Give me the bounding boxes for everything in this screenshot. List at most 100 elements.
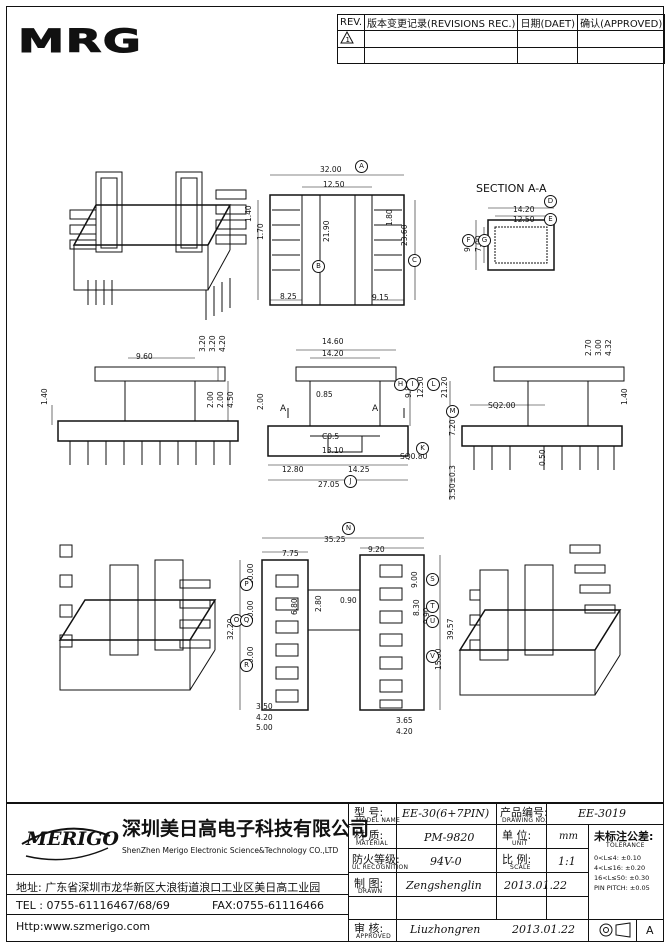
dimension-label: 39.57 <box>446 618 455 640</box>
callout-marker: G <box>478 234 491 247</box>
front-view-center <box>267 349 411 481</box>
label-model-en: MODEL NAME <box>356 817 401 824</box>
front-view-right <box>449 366 625 500</box>
dimension-label: 1.40 <box>244 205 253 222</box>
triangle-1-icon: 1 <box>340 30 354 44</box>
dimension-label: 32.00 <box>320 165 342 174</box>
label-tolerance: 未标注公差: <box>594 830 654 843</box>
label-material: 材 质: <box>354 829 384 842</box>
callout-marker: T <box>426 600 439 613</box>
dimension-label: C0.5 <box>322 432 340 441</box>
label-drawn: 制 图: <box>354 877 384 890</box>
dimension-label: 14.20 <box>513 205 535 214</box>
dimension-label: 12.50 <box>513 215 535 224</box>
dimension-label: 9.00 <box>410 571 419 588</box>
callout-marker: J <box>344 475 357 488</box>
dimension-label: 2.70 <box>584 339 593 356</box>
label-ul-en: UL RECOGNITION <box>352 864 409 871</box>
dimension-label: 14.25 <box>348 465 370 474</box>
drawing-sheet <box>6 6 664 942</box>
revision-table: REV. 版本变更记录(REVISIONS REC.) 日期(DAET) 确认(… <box>337 14 666 64</box>
tolerance-1: 0<L≤4: ±0.10 <box>594 854 641 862</box>
isometric-top-view <box>69 171 247 320</box>
dimension-label: SQ2.00 <box>488 401 516 410</box>
dimension-label: 21.90 <box>322 220 331 242</box>
dimension-label: 7.20 <box>448 419 457 436</box>
dimension-label: 3.20 <box>198 335 207 352</box>
dimension-label: 27.05 <box>318 480 340 489</box>
merigo-wordmark: MERIGO <box>26 828 119 850</box>
dimension-label: 5.00 <box>256 723 273 732</box>
dimension-label: 8.25 <box>280 292 297 301</box>
dimension-label: 2.00 <box>206 391 215 408</box>
company-name-cn: 深圳美日高电子科技有限公司 <box>122 818 370 840</box>
label-drawing-no: 产品编号: <box>500 806 548 819</box>
dimension-label: 14.60 <box>322 337 344 346</box>
label-approved: 审 核: <box>354 922 384 935</box>
value-approved-date: 2013.01.22 <box>512 923 575 936</box>
dimension-label: 9.20 <box>368 545 385 554</box>
projection-symbol-icon <box>599 922 631 938</box>
callout-marker: D <box>544 195 557 208</box>
callout-marker: R <box>240 659 253 672</box>
label-approved-en: APPROVED <box>356 933 392 940</box>
value-approved-by: Liuzhongren <box>410 923 481 936</box>
callout-marker: I <box>406 378 419 391</box>
section-title: SECTION A-A <box>476 182 547 195</box>
top-plan-view <box>257 174 416 306</box>
label-unit-en: UNIT <box>512 840 528 847</box>
isometric-bottom-left-view <box>58 544 217 691</box>
title-block: MERIGO 深圳美日高电子科技有限公司 ShenZhen Merigo Ele… <box>6 802 664 942</box>
dimension-label: 1.70 <box>256 223 265 240</box>
dimension-label: 4.20 <box>218 335 227 352</box>
dimension-label: 13.10 <box>322 446 344 455</box>
dimension-label: 9.60 <box>136 352 153 361</box>
tolerance-3: 16<L≤50: ±0.30 <box>594 874 650 882</box>
section-arrow-label: A <box>372 404 379 414</box>
value-unit: mm <box>559 831 578 842</box>
dimension-label: 9.15 <box>372 293 389 302</box>
label-material-en: MATERIAL <box>356 840 389 847</box>
value-revision: A <box>646 924 654 937</box>
callout-marker: M <box>446 405 459 418</box>
dimension-label: 8.30 <box>412 599 421 616</box>
tolerance-2: 4<L≤16: ±0.20 <box>594 864 646 872</box>
dimension-label: 0.90 <box>340 596 357 605</box>
callout-marker: P <box>240 578 253 591</box>
dimension-label: 4.50 <box>226 391 235 408</box>
dimension-label: 12.80 <box>282 465 304 474</box>
dimension-label: 21.20 <box>440 376 449 398</box>
callout-marker: C <box>408 254 421 267</box>
dimension-label: 2.80 <box>314 595 323 612</box>
callout-marker: S <box>426 573 439 586</box>
dimension-label: 7.75 <box>282 549 299 558</box>
isometric-bottom-right-view <box>458 544 622 696</box>
dimension-label: 1.80 <box>385 209 394 226</box>
dimension-label: 2.00 <box>256 393 265 410</box>
company-name-en: ShenZhen Merigo Electronic Science&Techn… <box>122 846 339 855</box>
callout-marker: E <box>544 213 557 226</box>
value-drawn-date: 2013.01.22 <box>504 879 567 892</box>
label-tolerance-en: TOLERANCE <box>606 842 645 849</box>
company-address: 地址: 广东省深圳市龙华新区大浪街道浪口工业区美日高工业园 <box>16 881 321 894</box>
company-website: Http:www.szmerigo.com <box>16 920 151 933</box>
label-drawing-no-en: DRAWING NO. <box>502 817 548 824</box>
dimension-label: 6.80 <box>290 598 299 615</box>
callout-marker: Q <box>240 614 253 627</box>
value-scale: 1:1 <box>558 855 576 868</box>
callout-marker: V <box>426 650 439 663</box>
value-material: PM-9820 <box>424 831 475 844</box>
callout-marker: A <box>355 160 368 173</box>
label-model: 型 号: <box>354 806 384 819</box>
dimension-label: 1.40 <box>40 388 49 405</box>
dimension-label: 12.50 <box>323 180 345 189</box>
callout-marker: N <box>342 522 355 535</box>
dimension-label: 3.50±0.3 <box>448 465 457 500</box>
section-arrow-label: A <box>280 404 287 414</box>
label-scale-en: SCALE <box>510 864 531 871</box>
dimension-label: 3.50 <box>256 702 273 711</box>
label-drawn-en: DRAWN <box>358 888 383 895</box>
bottom-plan-view <box>239 537 441 711</box>
callout-marker: L <box>427 378 440 391</box>
technical-drawing <box>51 171 625 711</box>
